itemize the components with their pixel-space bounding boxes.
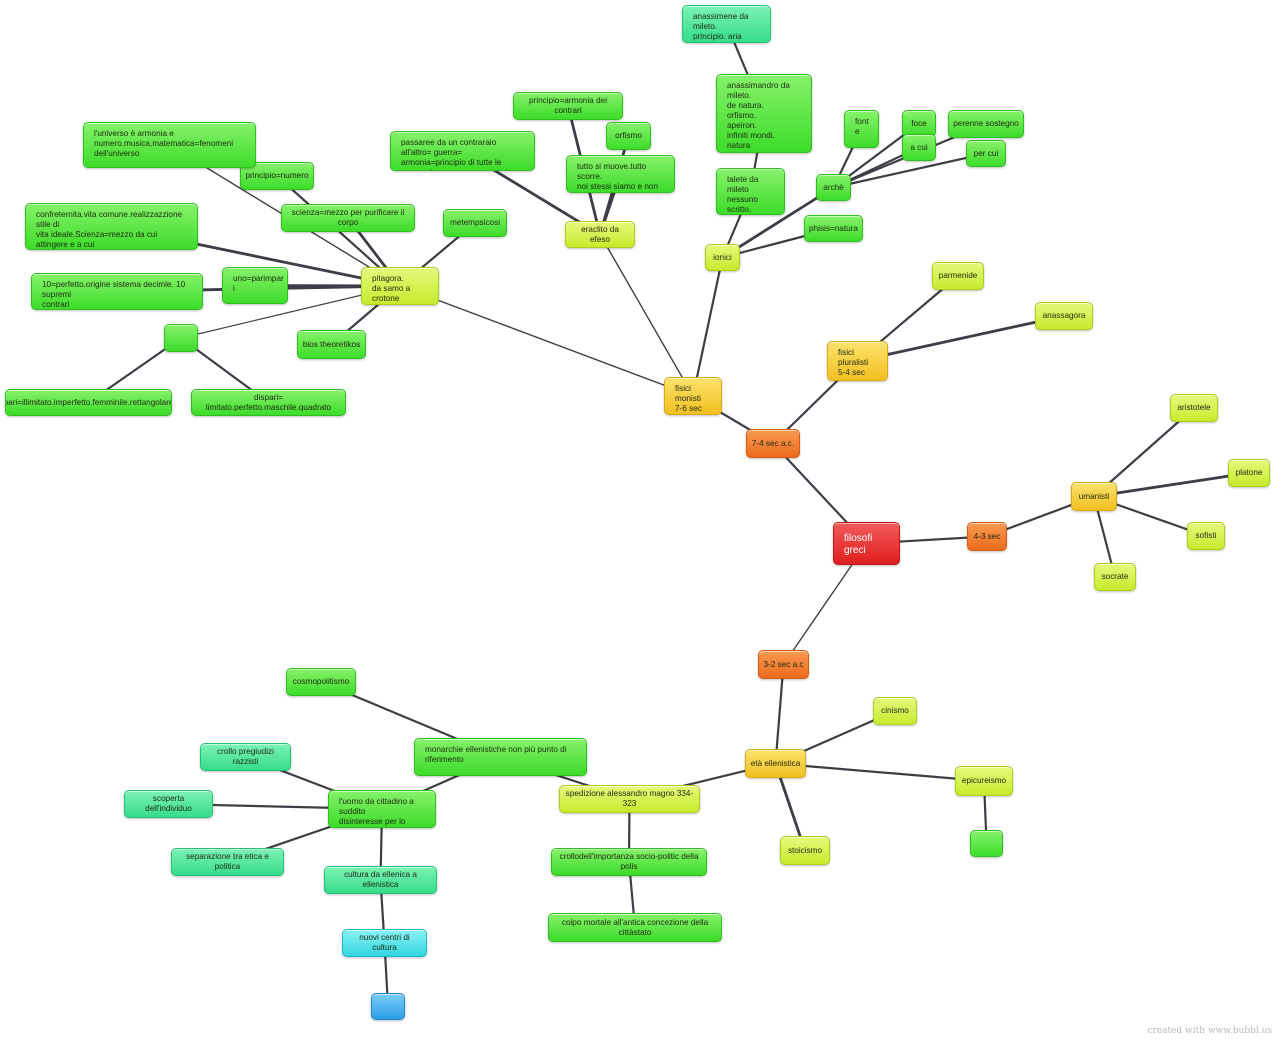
connector-monisti-pitagora [399, 285, 694, 397]
node-principio-armonia[interactable]: principio=armonia dei contrari [513, 92, 623, 120]
connector-ionici-arche [721, 186, 835, 259]
node-platone[interactable]: platone [1228, 459, 1270, 487]
node-crollo-pregiudizi[interactable]: crollo pregiudizi razzisti [200, 743, 291, 771]
node-metempsicosi[interactable]: metempsicosi [443, 209, 507, 237]
node-dieci[interactable]: 10=perfetto.origine sistema decimle. 10 … [31, 273, 203, 310]
node-foce[interactable]: foce [902, 110, 936, 137]
node-umanisti[interactable]: umanisti [1071, 482, 1117, 511]
node-fonte[interactable]: font e [844, 110, 879, 148]
connector-pluralisti-anassagora [856, 314, 1066, 363]
connector-n32-ellenistica [774, 663, 785, 765]
node-n32[interactable]: 3-2 sec a.c [758, 650, 809, 679]
connector-umanisti-aristotele [1092, 406, 1196, 498]
node-acui[interactable]: a cui [902, 134, 936, 161]
connector-umanisti-platone [1092, 471, 1251, 498]
node-pitagora[interactable]: pitagora. da samo a crotone [361, 267, 439, 305]
node-percui[interactable]: per cui [966, 140, 1006, 167]
node-stoicismo[interactable]: stoicismo [780, 836, 830, 865]
node-anassimandro[interactable]: anassimandro da mileto. de natura. orfis… [716, 74, 812, 153]
node-aristotele[interactable]: aristotele [1170, 394, 1218, 422]
node-uomo[interactable]: l'uomo da cittadino a suddito disinteres… [328, 790, 436, 828]
node-ionici[interactable]: ionici [705, 244, 740, 271]
node-passaree[interactable]: passaree da un contraraio all'altro= gue… [390, 131, 535, 171]
connector-monisti-ionici [691, 256, 724, 398]
node-bios[interactable]: bios theoretikos [297, 330, 366, 359]
node-scoperta[interactable]: scoperta dell'individuo [124, 790, 213, 818]
connector-monisti-eraclito [599, 233, 694, 397]
node-spedizione[interactable]: spedizione alessandro magno 334-323 [559, 785, 700, 813]
node-colpo[interactable]: colpo mortale all'antica concezione dell… [548, 913, 722, 942]
node-confraternita[interactable]: confreternita.vita comune.realizzazzione… [25, 203, 198, 250]
footer-credit: created with www.bubbl.us [1147, 1026, 1272, 1036]
node-n74[interactable]: 7-4 sec a.c. [746, 429, 800, 458]
node-monisti[interactable]: fisici monisti 7-6 sec [664, 377, 722, 415]
node-monarchie[interactable]: monarchie ellenistiche non più punto di … [414, 738, 587, 776]
node-root[interactable]: filosofi greci [833, 522, 900, 565]
node-crollo-polis[interactable]: crollodell'importanza socio-politic dell… [551, 848, 707, 876]
node-anassagora[interactable]: anassagora [1035, 302, 1093, 330]
node-blue-child[interactable] [371, 993, 405, 1020]
node-nuovi-centri[interactable]: nuovi centri di cultura [342, 929, 427, 957]
node-parmenide[interactable]: parmenide [932, 262, 984, 290]
node-anassimene[interactable]: anassimene da mileto. principio. aria in… [682, 5, 771, 43]
node-cultura[interactable]: cultura da ellenica a ellenistica [324, 866, 437, 894]
node-separazione[interactable]: separazione tra etica e politica [171, 848, 284, 876]
node-small-green[interactable] [164, 324, 198, 352]
node-epicureismo[interactable]: epicureismo [955, 766, 1013, 796]
node-cosmopolitismo[interactable]: cosmopolitismo [286, 668, 356, 696]
node-socrate[interactable]: socrate [1094, 563, 1136, 591]
node-ellenistica[interactable]: età ellenistica [745, 749, 806, 778]
node-tutto[interactable]: tutto si muove.tutto scorre. noi stessi … [566, 155, 675, 193]
connector-ellenistica-epicureismo [774, 762, 986, 783]
node-sofisti[interactable]: sofisti [1187, 522, 1225, 550]
node-cinismo[interactable]: cinismo [873, 697, 917, 725]
node-uno[interactable]: uno=parimpar i [222, 267, 288, 304]
node-epi-child[interactable] [970, 830, 1003, 857]
node-pari[interactable]: pari=illimitato.imperfetto.femminile.ret… [5, 389, 172, 416]
node-orfismo[interactable]: orfismo [606, 122, 651, 150]
node-eraclito[interactable]: eraclito da efeso [565, 221, 635, 248]
node-pluralisti[interactable]: fisici pluralisti 5-4 sec [827, 341, 888, 381]
node-arche[interactable]: archè [816, 174, 851, 201]
node-n43[interactable]: 4-3 sec [967, 522, 1007, 551]
node-perenne[interactable]: perenne sostegno [948, 110, 1024, 138]
node-talete[interactable]: talete da mileto nessuno scritto. princi… [716, 168, 785, 215]
node-scienza[interactable]: scienza=mezzo per purificare il corpo [281, 204, 415, 232]
connector-arche-percui [832, 152, 988, 189]
node-phisis[interactable]: phisis=natura [804, 215, 863, 242]
node-dispari[interactable]: dispari= limitato.perfetto.maschile.quad… [191, 389, 346, 416]
node-universo[interactable]: l'universo è armonia e numero.musica,mat… [83, 122, 256, 168]
